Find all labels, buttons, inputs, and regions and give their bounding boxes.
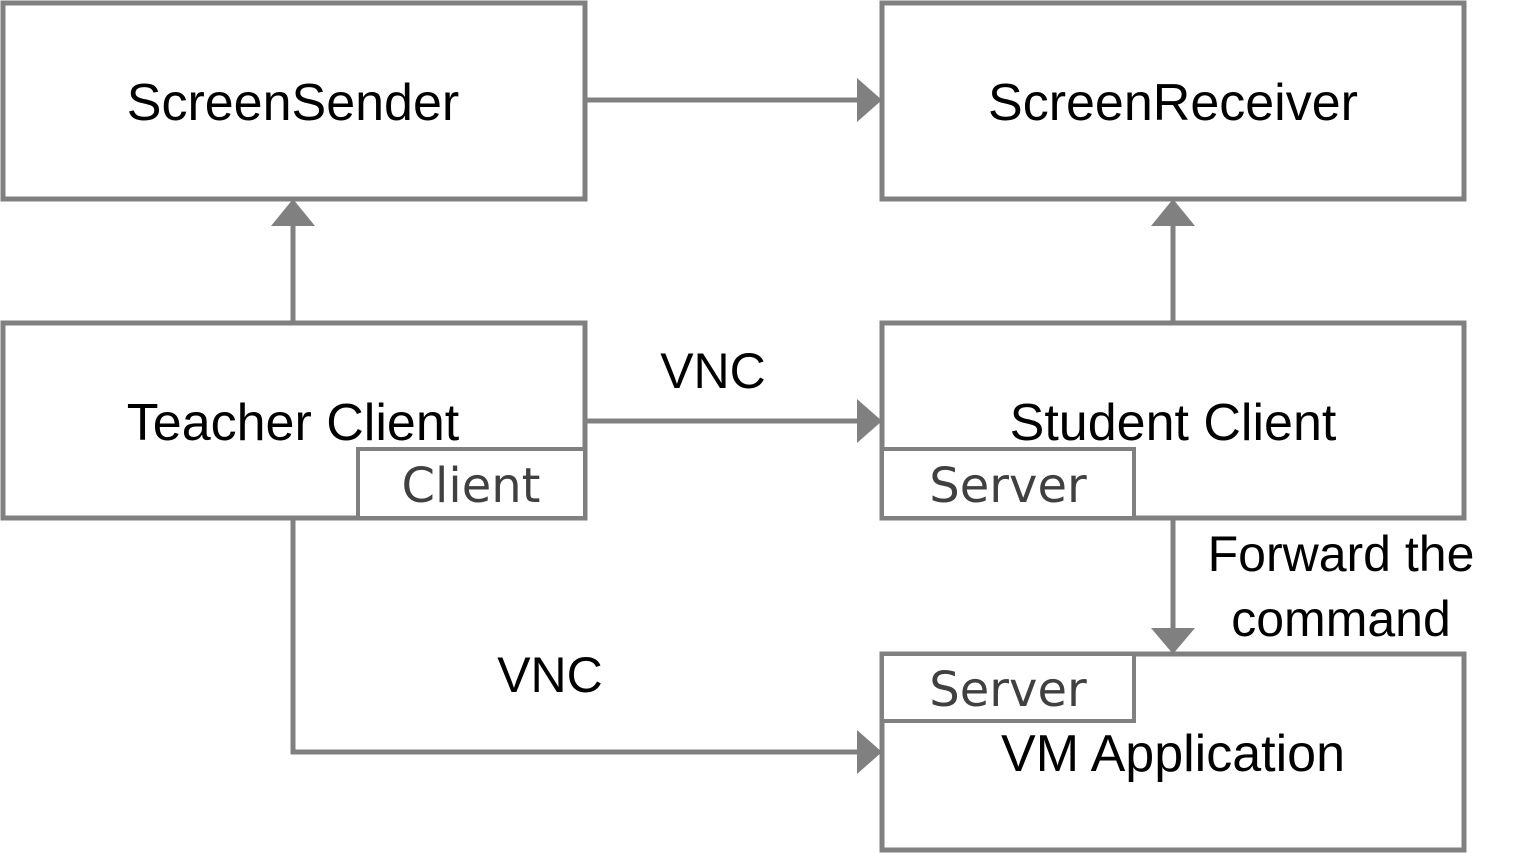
vm-application-sub-label: Server xyxy=(929,662,1087,718)
teacher-client-sub-label: Client xyxy=(402,458,541,514)
teacher-client-sub-box xyxy=(356,447,587,520)
edge-student-to-receiver xyxy=(1151,199,1195,323)
edge-label-vnc-teacher-student: VNC xyxy=(660,343,766,399)
edge-label-vnc-teacher-vm: VNC xyxy=(497,647,603,703)
node-teacher-client-label: Teacher Client xyxy=(127,394,460,452)
arrow-head-right xyxy=(857,730,882,774)
student-client-sub-label: Server xyxy=(929,458,1087,514)
student-client-sub-box xyxy=(880,447,1136,520)
node-teacher-client: Teacher Client Client xyxy=(0,320,588,521)
edge-teacher-to-student xyxy=(585,399,882,443)
arrow-head-up xyxy=(1151,199,1195,226)
node-student-client-label: Student Client xyxy=(1010,394,1337,452)
node-screen-receiver: ScreenReceiver xyxy=(879,0,1467,202)
vm-application-sub-box xyxy=(880,652,1136,723)
node-screen-receiver-label: ScreenReceiver xyxy=(988,74,1358,132)
edge-sender-to-receiver xyxy=(585,78,882,122)
arrow-head-right xyxy=(857,399,882,443)
arrow-head-up xyxy=(271,199,315,226)
node-vm-application: Server VM Application xyxy=(879,651,1467,853)
arrow-head-down xyxy=(1151,628,1195,654)
edge-student-to-vm xyxy=(1151,518,1195,654)
edge-teacher-to-sender xyxy=(271,199,315,323)
edge-teacher-to-vm xyxy=(290,518,882,774)
node-student-client: Student Client Server xyxy=(879,320,1467,521)
edge-label-forward-line2: command xyxy=(1231,591,1451,647)
node-vm-application-label: VM Application xyxy=(1001,725,1345,783)
node-screen-sender-label: ScreenSender xyxy=(127,74,459,132)
edge-label-forward-line1: Forward the xyxy=(1208,526,1475,582)
arrow-head-right xyxy=(857,78,882,122)
node-screen-sender: ScreenSender xyxy=(0,0,588,202)
